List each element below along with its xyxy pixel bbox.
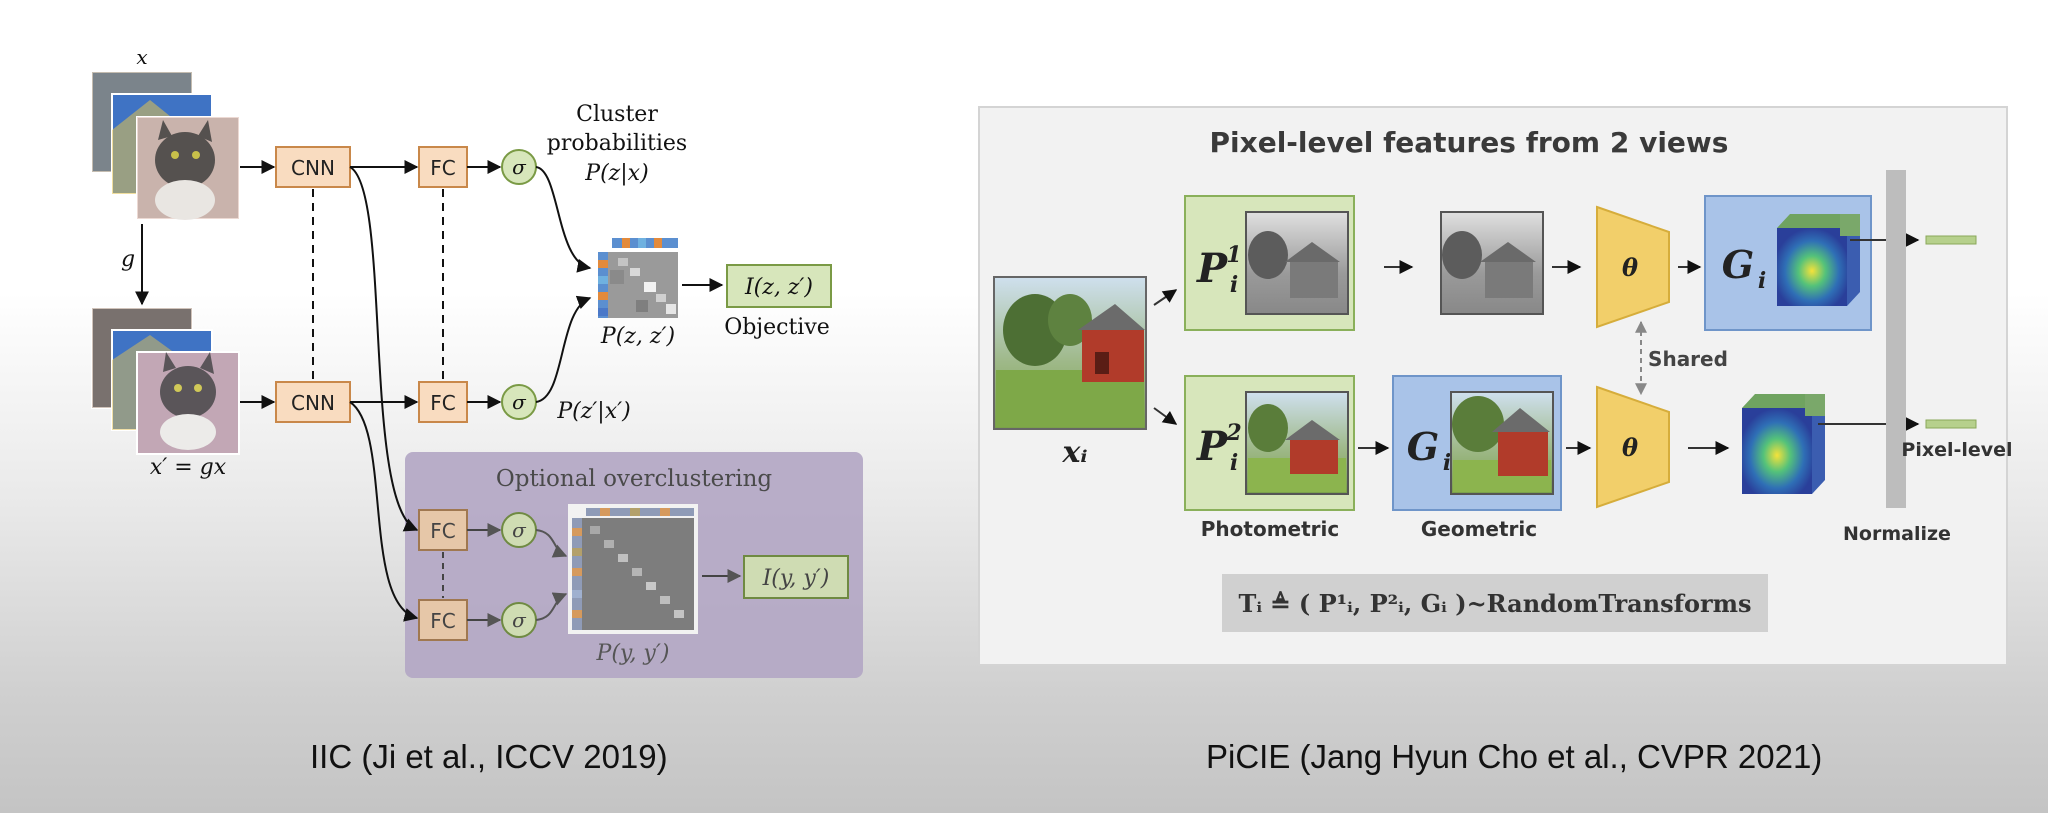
fc-box-bottom: FC: [419, 382, 467, 422]
svg-text:σ: σ: [512, 608, 527, 632]
sigma-node-bottom: σ: [502, 385, 536, 419]
photometric-label: Photometric: [1201, 517, 1339, 541]
svg-text:G: G: [1722, 242, 1754, 287]
pzx-label: P(z|x): [584, 161, 648, 186]
cluster-probabilities-label-1: Cluster: [576, 102, 658, 127]
svg-text:P: P: [1196, 423, 1229, 470]
pixel-level-label: Pixel-level: [1901, 439, 2012, 461]
iic-caption: IIC (Ji et al., ICCV 2019): [310, 738, 668, 776]
picie-diagram: Pixel-level features from 2 views xᵢ P 1…: [979, 107, 2013, 665]
gray-view-image: [1441, 212, 1543, 314]
transformed-input-label: x′ = gx: [150, 455, 227, 480]
input-image-stack-bottom: [92, 308, 239, 454]
svg-text:CNN: CNN: [291, 156, 335, 180]
svg-text:θ: θ: [1622, 433, 1638, 462]
input-image-stack-top: [92, 72, 239, 220]
svg-text:FC: FC: [430, 519, 455, 543]
svg-text:σ: σ: [512, 518, 527, 542]
overcluster-objective-box: I(y, y′): [744, 556, 848, 598]
overcluster-sigma-bottom: σ: [502, 603, 536, 637]
cnn-box-top: CNN: [276, 147, 350, 187]
input-xi-label: xᵢ: [1061, 435, 1087, 470]
overclustering-title: Optional overclustering: [496, 466, 773, 492]
geometric-label: Geometric: [1421, 517, 1537, 541]
shared-label: Shared: [1648, 347, 1728, 371]
random-transforms-formula: Tᵢ ≜ ( P¹ᵢ, P²ᵢ, Gᵢ )~RandomTransforms: [1238, 589, 1751, 618]
svg-text:G: G: [1407, 424, 1439, 469]
svg-text:θ: θ: [1622, 253, 1638, 282]
objective-box: I(z, z′): [727, 265, 831, 307]
sigma-to-joint-curve-bottom: [536, 298, 590, 402]
sigma-node-top: σ: [502, 150, 536, 184]
joint-matrix: [598, 238, 678, 318]
overcluster-sigma-top: σ: [502, 513, 536, 547]
svg-text:i: i: [1758, 268, 1766, 294]
svg-text:FC: FC: [430, 156, 455, 180]
normalize-label: Normalize: [1843, 523, 1951, 545]
overcluster-matrix: [568, 504, 698, 634]
overcluster-fc-box-bottom: FC: [419, 600, 467, 640]
svg-text:FC: FC: [430, 609, 455, 633]
iic-diagram: x g x′ = gx CNN CNN: [92, 45, 863, 678]
input-barn-image: [994, 277, 1146, 429]
cnn-box-bottom: CNN: [276, 382, 350, 422]
svg-text:FC: FC: [430, 391, 455, 415]
overcluster-fc-box-top: FC: [419, 510, 467, 550]
input-x-label: x: [136, 45, 147, 69]
g-transform-label: g: [121, 247, 135, 272]
gi-feature-box: G i: [1705, 196, 1871, 330]
svg-text:i: i: [1230, 450, 1238, 476]
picie-caption: PiCIE (Jang Hyun Cho et al., CVPR 2021): [1206, 738, 1822, 776]
sigma-to-joint-curve-top: [536, 167, 590, 268]
picie-title: Pixel-level features from 2 views: [1210, 126, 1729, 159]
pzx-prime-label: P(z′|x′): [556, 399, 630, 424]
svg-text:2: 2: [1225, 420, 1241, 446]
p2-photometric-box: P 2 i: [1185, 376, 1354, 510]
svg-text:1: 1: [1226, 242, 1241, 268]
svg-text:σ: σ: [512, 390, 527, 414]
svg-text:i: i: [1230, 272, 1238, 298]
svg-text:P: P: [1196, 245, 1229, 292]
gi-geometric-box: G i: [1393, 376, 1561, 510]
overcluster-joint-label: P(y, y′): [596, 641, 670, 666]
output-vector-bottom: [1926, 420, 1976, 428]
svg-text:i: i: [1443, 450, 1451, 476]
joint-probability-label: P(z, z′): [600, 324, 675, 349]
svg-text:CNN: CNN: [291, 391, 335, 415]
objective-label: Objective: [724, 315, 830, 340]
output-vector-top: [1926, 236, 1976, 244]
feature-cube-bottom: [1742, 394, 1825, 494]
svg-text:I(z, z′): I(z, z′): [744, 275, 813, 300]
svg-text:σ: σ: [512, 155, 527, 179]
fc-box-top: FC: [419, 147, 467, 187]
svg-text:I(y, y′): I(y, y′): [762, 566, 830, 591]
cluster-probabilities-label-2: probabilities: [547, 131, 687, 156]
p1-photometric-box: P 1 i: [1185, 196, 1354, 330]
